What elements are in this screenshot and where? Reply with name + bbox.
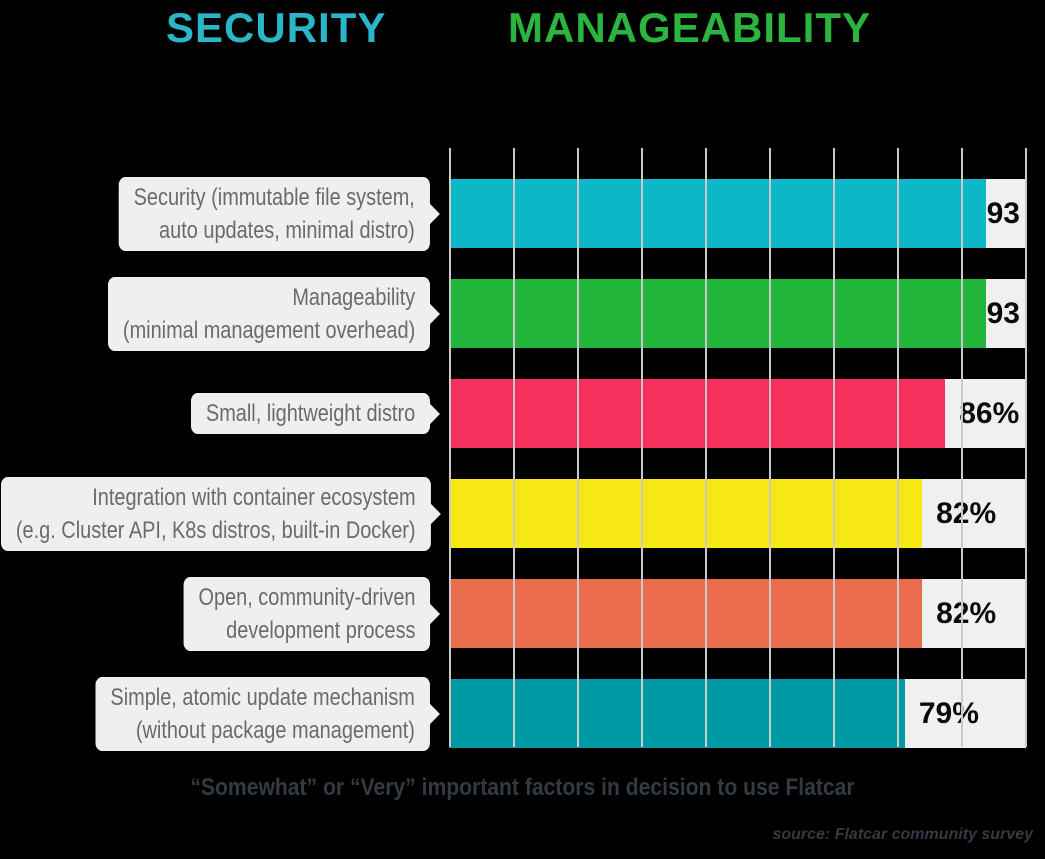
label-pointer-arrow xyxy=(429,302,440,325)
gridline xyxy=(833,148,835,747)
chart-caption: “Somewhat” or “Very” important factors i… xyxy=(190,774,855,801)
category-label-text: Manageability(minimal management overhea… xyxy=(122,283,416,344)
bar-track: 82% xyxy=(449,479,1026,548)
bar xyxy=(449,179,986,248)
category-label: Simple, atomic update mechanism(without … xyxy=(27,676,440,751)
label-pointer-arrow xyxy=(429,202,440,225)
bar xyxy=(449,579,923,648)
bar xyxy=(449,479,923,548)
label-pointer-arrow xyxy=(429,702,440,725)
gridline xyxy=(769,148,771,747)
bar xyxy=(449,279,986,348)
title-manageability: MANAGEABILITY xyxy=(508,4,871,51)
bar-value-label: 82% xyxy=(936,497,997,530)
category-label-text: Simple, atomic update mechanism(without … xyxy=(110,683,416,744)
bar-track: 86% xyxy=(449,379,1026,448)
bar-value-label: 93 xyxy=(986,297,1020,330)
bar-value-label: 82% xyxy=(936,597,997,630)
category-label: Integration with container ecosystem(e.g… xyxy=(0,476,440,551)
gridline xyxy=(705,148,707,747)
gridline xyxy=(641,148,643,747)
category-label: Security (immutable file system,auto upd… xyxy=(55,176,440,251)
gridline xyxy=(897,148,899,747)
bar-track: 93 xyxy=(449,179,1026,248)
label-pointer-arrow xyxy=(429,402,440,425)
category-label-text: Integration with container ecosystem(e.g… xyxy=(15,483,416,544)
category-label-box: Manageability(minimal management overhea… xyxy=(107,276,440,351)
category-label-text: Small, lightweight distro xyxy=(205,400,416,427)
bar-track: 93 xyxy=(449,279,1026,348)
category-label-box: Security (immutable file system,auto upd… xyxy=(118,176,440,251)
bar-track: 79% xyxy=(449,679,1026,748)
title-security: SECURITY xyxy=(166,4,387,51)
category-label: Small, lightweight distro xyxy=(142,379,440,448)
bar-track: 82% xyxy=(449,579,1026,648)
category-label-box: Small, lightweight distro xyxy=(190,393,440,434)
label-pointer-arrow xyxy=(429,602,440,625)
bar-value-label: 86% xyxy=(959,397,1020,430)
category-label-box: Simple, atomic update mechanism(without … xyxy=(95,676,440,751)
bar-value-label: 93 xyxy=(986,197,1020,230)
category-label-text: Security (immutable file system,auto upd… xyxy=(133,183,416,244)
gridline xyxy=(449,148,451,747)
gridline xyxy=(1025,148,1027,747)
gridline xyxy=(577,148,579,747)
bar xyxy=(449,679,905,748)
label-pointer-arrow xyxy=(429,502,440,525)
bar xyxy=(449,379,946,448)
gridline xyxy=(961,148,963,747)
source-credit: source: Flatcar community survey xyxy=(772,826,1033,843)
category-label-box: Integration with container ecosystem(e.g… xyxy=(0,476,440,551)
gridline xyxy=(513,148,515,747)
category-label: Manageability(minimal management overhea… xyxy=(42,276,440,351)
bar-value-label: 79% xyxy=(918,697,979,730)
